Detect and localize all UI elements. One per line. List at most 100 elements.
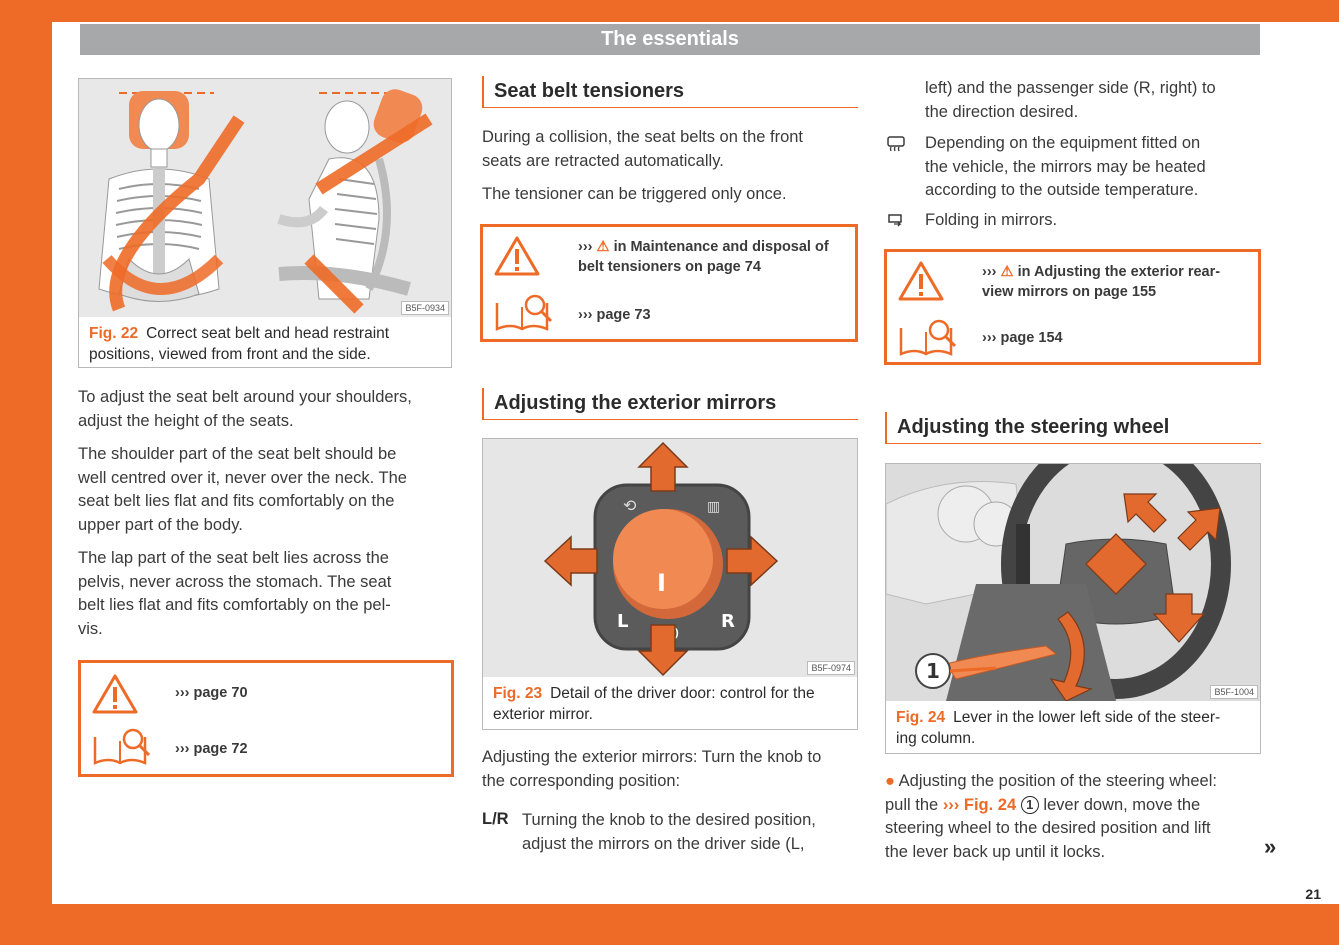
text-line: Depending on the equipment fitted on: [925, 134, 1201, 152]
figure-22-code: B5F-0934: [401, 301, 449, 315]
book-magnifier-icon: [899, 319, 957, 356]
text-line: left) and the passenger side (R, right) …: [925, 79, 1216, 97]
text-line: according to the outside temperature.: [925, 181, 1199, 199]
list-key-lr: L/R: [482, 810, 509, 828]
text-line: the corresponding position:: [482, 771, 681, 790]
warning-link-line2[interactable]: view mirrors on page 155: [982, 284, 1157, 300]
warning-reference: ››› ⚠ in Maintenance and disposal of bel…: [578, 237, 853, 277]
figure-23-image: ⟲ ▥ I L R 0 B5F-0974: [483, 439, 857, 677]
text-line: Turning the knob to the desired position…: [522, 811, 816, 829]
figure-22-label: Fig. 22: [89, 325, 139, 342]
tensioners-text: During a collision, the seat belts on th…: [482, 126, 862, 217]
column-1-text: To adjust the seat belt around your shou…: [78, 386, 458, 651]
chevron-prefix: ›››: [578, 239, 593, 255]
figure-22: B5F-0934 Fig. 22 Correct seat belt and he…: [78, 78, 452, 368]
figure-24-caption-line1: Lever in the lower left side of the stee…: [953, 709, 1221, 726]
note-box-mirrors: ››› ⚠ in Adjusting the exterior rear- vi…: [884, 249, 1261, 365]
warning-reference: ››› ⚠ in Adjusting the exterior rear- vi…: [982, 262, 1257, 302]
text-line: pelvis, never across the stomach. The se…: [78, 572, 392, 591]
svg-text:L: L: [617, 611, 628, 632]
note-box-tensioners: ››› ⚠ in Maintenance and disposal of bel…: [480, 224, 858, 342]
svg-text:R: R: [721, 611, 735, 632]
paragraph-shoulder-height: To adjust the seat belt around your shou…: [78, 386, 458, 433]
warning-small-icon: ⚠: [1000, 264, 1014, 280]
bullet-icon: ●: [885, 772, 895, 790]
book-page-link[interactable]: ››› page 72: [175, 741, 248, 757]
figure-23-label: Fig. 23: [493, 685, 543, 702]
figure-24-reference-link[interactable]: ››› Fig. 24: [942, 795, 1017, 814]
svg-text:1: 1: [926, 659, 940, 683]
section-title-seat-belt-tensioners: Seat belt tensioners: [482, 76, 858, 108]
paragraph-mirrors-adjust: Adjusting the exterior mirrors: Turn the…: [482, 746, 862, 793]
text-line: Adjusting the position of the steering w…: [898, 772, 1217, 790]
text-line: The lap part of the seat belt lies acros…: [78, 549, 389, 567]
warning-icon: [92, 674, 138, 714]
warning-page-link[interactable]: ››› page 70: [175, 685, 248, 701]
figure-23-caption: Fig. 23 Detail of the driver door: contro…: [493, 683, 853, 725]
svg-text:I: I: [657, 569, 666, 597]
svg-text:▥: ▥: [707, 499, 720, 515]
text-line: steering wheel to the desired position a…: [885, 819, 1211, 837]
book-page-link[interactable]: ››› page 154: [982, 330, 1063, 346]
fold-mirror-icon: [888, 214, 902, 227]
paragraph-tensioners-collision: During a collision, the seat belts on th…: [482, 126, 862, 173]
warning-small-icon: ⚠: [596, 239, 610, 255]
text-fragment: pull the: [885, 795, 939, 814]
paragraph-tensioners-once: The tensioner can be triggered only once…: [482, 185, 787, 203]
figure-22-caption: Fig. 22 Correct seat belt and head restra…: [89, 323, 449, 365]
text-line: belt lies flat and fits comfortably on t…: [78, 596, 391, 614]
figure-22-image: B5F-0934: [79, 79, 451, 317]
paragraph-shoulder-belt: The shoulder part of the seat belt shoul…: [78, 443, 458, 537]
text-line: seats are retracted automatically.: [482, 151, 724, 170]
steering-line-2: pull the ››› Fig. 24 1 lever down, move …: [885, 794, 1265, 818]
text-line: adjust the height of the seats.: [78, 411, 294, 430]
steering-text: ● Adjusting the position of the steering…: [885, 770, 1265, 864]
steering-line-1: ● Adjusting the position of the steering…: [885, 770, 1265, 794]
figure-24-caption: Fig. 24 Lever in the lower left side of t…: [896, 707, 1256, 749]
text-line: the direction desired.: [925, 102, 1079, 121]
continue-marker: »: [1264, 834, 1277, 859]
page-number: 21: [1305, 886, 1321, 902]
note-box-col1: ››› page 70 ››› page 72: [78, 660, 454, 777]
book-magnifier-icon: [495, 294, 553, 331]
figure-22-caption-line2: positions, viewed from front and the sid…: [89, 346, 371, 363]
warning-link-line2[interactable]: belt tensioners on page 74: [578, 259, 761, 275]
figure-24: 1 B5F-1004 Fig. 24 Lever in the lower lef…: [885, 463, 1261, 754]
warning-link[interactable]: in Maintenance and disposal of: [613, 239, 829, 255]
figure-23-code: B5F-0974: [807, 661, 855, 675]
text-line: the vehicle, the mirrors may be heated: [925, 157, 1206, 176]
figure-24-code: B5F-1004: [1210, 685, 1258, 699]
text-line: the lever back up until it locks.: [885, 842, 1106, 861]
svg-text:⟲: ⟲: [623, 496, 637, 515]
figure-24-caption-line2: ing column.: [896, 730, 976, 747]
text-line: During a collision, the seat belts on th…: [482, 128, 804, 146]
text-fragment: lever down, move the: [1043, 795, 1201, 814]
warning-link[interactable]: in Adjusting the exterior rear-: [1017, 264, 1221, 280]
chevron-prefix: ›››: [982, 264, 997, 280]
text-line: The shoulder part of the seat belt shoul…: [78, 445, 397, 463]
figure-23-caption-line2: exterior mirror.: [493, 706, 593, 723]
book-magnifier-icon: [93, 728, 151, 765]
manual-page: The essentials: [52, 22, 1339, 904]
warning-icon: [898, 261, 944, 301]
figure-24-label: Fig. 24: [896, 709, 946, 726]
mirrors-text: Adjusting the exterior mirrors: Turn the…: [482, 746, 862, 803]
text-line: To adjust the seat belt around your shou…: [78, 388, 412, 406]
mirrors-continued: left) and the passenger side (R, right) …: [925, 77, 1265, 124]
heated-mirrors-text: Depending on the equipment fitted on the…: [925, 132, 1265, 203]
figure-24-image: 1 B5F-1004: [886, 464, 1260, 701]
text-line: Adjusting the exterior mirrors: Turn the…: [482, 748, 822, 766]
warning-icon: [494, 236, 540, 276]
heated-mirror-icon: [887, 136, 905, 152]
mirror-control-illustration: ⟲ ▥ I L R 0: [483, 439, 857, 677]
section-header: The essentials: [80, 24, 1260, 55]
steering-column-illustration: 1: [886, 464, 1260, 701]
figure-22-caption-line1: Correct seat belt and head restraint: [146, 325, 390, 342]
section-title-steering-wheel: Adjusting the steering wheel: [885, 412, 1261, 444]
text-line: vis.: [78, 619, 103, 638]
text-line: well centred over it, never over the nec…: [78, 468, 407, 487]
text-line: seat belt lies flat and fits comfortably…: [78, 492, 395, 510]
list-item-lr: Turning the knob to the desired position…: [522, 809, 862, 856]
book-page-link[interactable]: ››› page 73: [578, 307, 651, 323]
figure-23-caption-line1: Detail of the driver door: control for t…: [550, 685, 815, 702]
